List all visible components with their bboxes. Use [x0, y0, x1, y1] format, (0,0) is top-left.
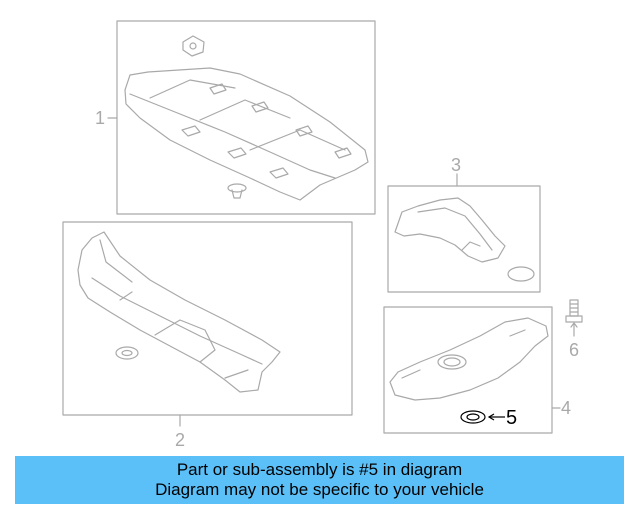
part-5-washer: [460, 410, 486, 424]
part-1-box: [116, 20, 376, 215]
notice-line-2: Diagram may not be specific to your vehi…: [155, 480, 484, 499]
part-5-arrow-icon: [487, 413, 505, 421]
part-1-push-pin: [227, 183, 247, 199]
callout-3: 3: [451, 155, 461, 175]
callout-2: 2: [175, 430, 185, 450]
notice-line-1: Part or sub-assembly is #5 in diagram: [176, 460, 463, 479]
part-2-side-cover: [77, 231, 281, 393]
part-4-box: [383, 306, 553, 434]
callout-5: 5: [506, 407, 517, 429]
diagram-notice-banner: Part or sub-assembly is #5 in diagram Di…: [15, 456, 624, 504]
part-2-grommet-hole: [121, 349, 133, 357]
callout-4: 4: [561, 398, 571, 418]
part-1-clip: [182, 35, 205, 57]
part-2-grommet: [115, 346, 139, 360]
part-3-box: [387, 185, 541, 293]
part-3-splash-shield: [394, 197, 506, 263]
callout-1: 1: [95, 108, 105, 128]
parts-diagram: 1 2 3 4 5 6: [62, 20, 583, 450]
part-3-plug: [507, 266, 535, 282]
part-2-box: [62, 221, 353, 416]
callout-6: 6: [569, 340, 579, 360]
part-6-bolt: [565, 299, 583, 337]
part-1-undercover-panel: [124, 67, 369, 201]
part-4-lower-cover: [389, 317, 549, 401]
